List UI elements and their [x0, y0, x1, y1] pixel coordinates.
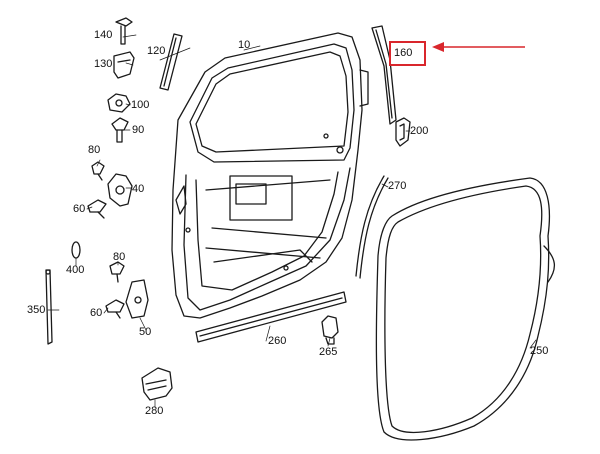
part-label-160: 160 [394, 47, 413, 59]
pillar-trim-part-160 [371, 25, 397, 125]
clip-part-200 [395, 117, 411, 147]
bolt-part-60-lower [105, 299, 125, 319]
bracket-part-40 [107, 173, 133, 207]
part-label-80-upper: 80 [88, 144, 101, 156]
part-label-80-lower: 80 [113, 251, 126, 263]
part-label-140: 140 [94, 29, 113, 41]
part-label-280: 280 [145, 405, 164, 417]
grommet-part-265 [321, 315, 339, 345]
weatherstrip-part-250 [375, 177, 555, 441]
ring-part-400 [71, 241, 81, 259]
part-label-130: 130 [94, 58, 113, 70]
highlight-arrow [432, 42, 525, 52]
boot-part-280 [141, 367, 173, 401]
bolt-part-90 [111, 117, 129, 143]
outer-seal-part-270 [355, 175, 389, 279]
part-label-265: 265 [319, 346, 338, 358]
part-label-250: 250 [530, 345, 549, 357]
sill-strip-part-260 [195, 291, 347, 343]
part-label-100: 100 [131, 99, 150, 111]
part-label-200: 200 [410, 125, 429, 137]
rod-part-350 [45, 269, 53, 345]
window-trim-part-120 [159, 33, 183, 91]
screw-part-140 [115, 17, 133, 45]
screw-part-80-upper [91, 161, 105, 181]
part-label-260: 260 [268, 335, 287, 347]
part-label-40: 40 [132, 183, 145, 195]
nut-part-100 [107, 93, 131, 113]
part-label-350: 350 [27, 304, 46, 316]
nut-clip-part-130 [113, 51, 135, 79]
door-shell-part-10 [171, 32, 369, 319]
part-label-50: 50 [139, 326, 152, 338]
part-label-270: 270 [388, 180, 407, 192]
highlight-callout-box [389, 41, 426, 66]
part-label-60-lower: 60 [90, 307, 103, 319]
bolt-part-60-upper [87, 199, 107, 219]
screw-part-80-lower [109, 261, 125, 283]
plate-part-50 [125, 279, 149, 319]
part-label-60-upper: 60 [73, 203, 86, 215]
part-label-400: 400 [66, 264, 85, 276]
part-label-10: 10 [238, 39, 251, 51]
part-label-90: 90 [132, 124, 145, 136]
part-label-120: 120 [147, 45, 166, 57]
